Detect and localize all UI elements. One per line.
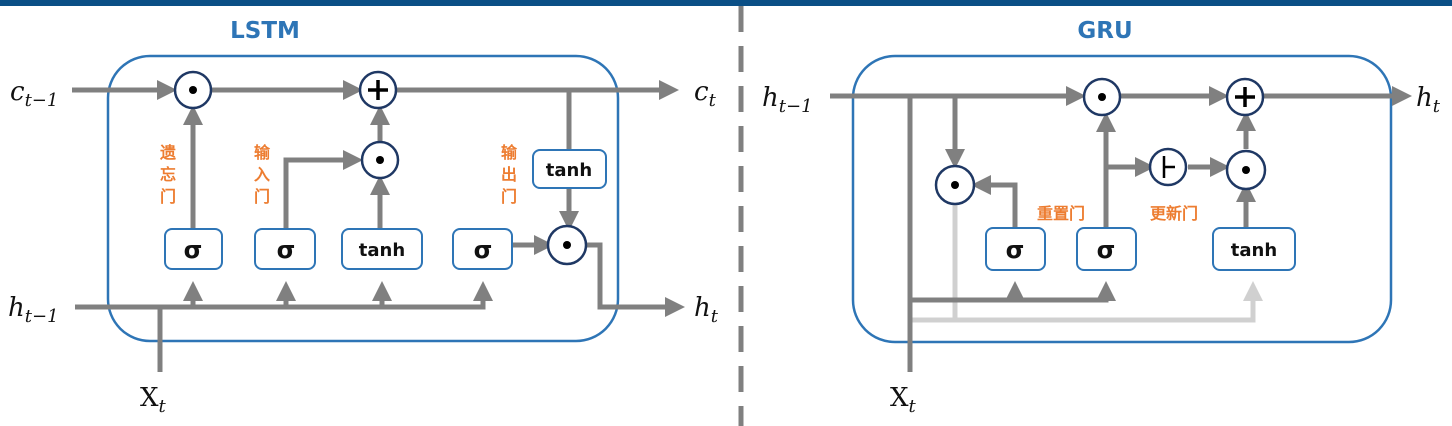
lstm-label-output-gate: 输 出 门 xyxy=(501,143,518,206)
lstm-cell-border xyxy=(106,54,620,343)
svg-text:门: 门 xyxy=(501,187,517,206)
gru-label-x: Xt xyxy=(890,383,917,417)
plus-icon xyxy=(368,80,388,100)
svg-text:tanh: tanh xyxy=(359,240,405,261)
svg-text:σ: σ xyxy=(184,236,203,264)
lstm-op-input-mult xyxy=(360,140,400,180)
lstm-h-out-line xyxy=(587,242,685,317)
lstm-connections xyxy=(72,80,685,372)
svg-text:门: 门 xyxy=(160,187,176,206)
dot-icon xyxy=(1242,166,1250,174)
svg-text:σ: σ xyxy=(1006,236,1025,264)
lstm-op-add xyxy=(358,70,398,110)
svg-text:入: 入 xyxy=(254,165,270,184)
dot-icon xyxy=(1098,93,1106,101)
dot-icon xyxy=(951,181,959,189)
lstm-title: LSTM xyxy=(230,18,300,44)
svg-text:σ: σ xyxy=(277,236,296,264)
svg-text:门: 门 xyxy=(254,187,270,206)
lstm-label-h-out: ht xyxy=(694,293,719,327)
dot-icon xyxy=(563,241,571,249)
svg-text:出: 出 xyxy=(501,165,517,184)
gru-op-candidate-mult xyxy=(1225,149,1267,191)
gru-panel: GRU xyxy=(762,18,1441,417)
gru-title: GRU xyxy=(1077,18,1132,44)
gru-label-update-gate: 更新门 xyxy=(1150,204,1198,223)
svg-text:输: 输 xyxy=(501,143,518,162)
lstm-label-h-prev: ht−1 xyxy=(8,293,59,327)
svg-text:σ: σ xyxy=(474,236,493,264)
gru-connections xyxy=(830,86,1412,372)
lstm-label-input-gate: 输 入 门 xyxy=(254,143,271,206)
top-bar xyxy=(0,0,1452,6)
lstm-op-forget-mult xyxy=(173,70,213,110)
gru-op-add xyxy=(1225,77,1265,117)
svg-text:遗: 遗 xyxy=(159,143,176,162)
lstm-box-forget-sigma: σ xyxy=(164,228,223,270)
lstm-box-candidate-tanh: tanh xyxy=(341,228,423,270)
gru-reset-arrow xyxy=(971,175,1018,228)
svg-text:输: 输 xyxy=(254,143,271,162)
lstm-label-c-out: ct xyxy=(694,77,717,111)
gru-reset-to-tanh-line xyxy=(952,204,1263,323)
svg-text:忘: 忘 xyxy=(160,165,176,184)
lstm-box-input-sigma: σ xyxy=(254,228,316,270)
gru-op-one-minus xyxy=(1148,147,1188,187)
gru-candidate-connections xyxy=(910,204,1263,323)
gru-cell-border xyxy=(851,54,1393,344)
dot-icon xyxy=(376,156,384,164)
lstm-label-x: Xt xyxy=(140,383,167,417)
lstm-label-forget-gate: 遗 忘 门 xyxy=(159,143,176,206)
dot-icon xyxy=(189,86,197,94)
svg-text:σ: σ xyxy=(1097,236,1116,264)
lstm-op-output-mult xyxy=(546,224,588,266)
svg-text:tanh: tanh xyxy=(1231,240,1277,261)
gru-bus xyxy=(910,281,1116,303)
gru-box-reset-sigma: σ xyxy=(985,227,1046,271)
gru-op-update-mult xyxy=(1082,77,1122,117)
gru-box-update-sigma: σ xyxy=(1076,227,1137,271)
plus-icon xyxy=(1235,87,1255,107)
gru-label-h-prev: ht−1 xyxy=(762,83,813,117)
lstm-panel: LSTM xyxy=(8,18,719,417)
lstm-box-cell-tanh: tanh xyxy=(532,149,607,189)
svg-text:tanh: tanh xyxy=(546,160,592,181)
lstm-input-arrow xyxy=(283,150,363,228)
gru-label-reset-gate: 重置门 xyxy=(1037,204,1085,223)
gru-box-candidate-tanh: tanh xyxy=(1212,227,1296,271)
one-minus-icon xyxy=(1162,156,1175,178)
lstm-label-c-prev: ct−1 xyxy=(10,77,58,111)
lstm-box-output-sigma: σ xyxy=(452,228,513,270)
gru-op-reset-mult xyxy=(934,164,976,206)
lstm-h-bus xyxy=(75,281,493,310)
gru-label-h-out: ht xyxy=(1416,83,1441,117)
